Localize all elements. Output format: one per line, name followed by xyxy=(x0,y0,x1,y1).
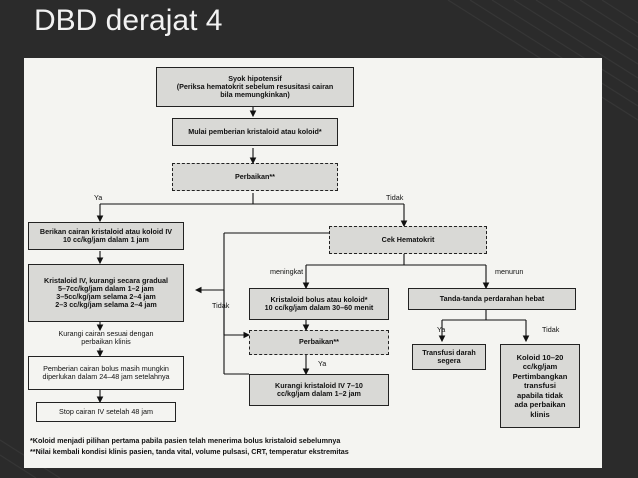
box-tanda-perdarahan: Tanda-tanda perdarahan hebat xyxy=(408,288,576,310)
pemberian-bolus-line-1: Pemberian cairan bolus masih mungkin xyxy=(43,363,169,373)
bolus-line-1: Kristaloid bolus atau koloid* xyxy=(270,294,368,304)
koloid-line-1: Koloid 10–20 xyxy=(516,353,564,363)
footnote-nilai-kembali: **Nilai kembali kondisi klinis pasien, t… xyxy=(30,447,349,456)
kristaloid-iv-line-1: Kristaloid IV, kurangi secara gradual xyxy=(44,275,168,285)
label-ya-1: Ya xyxy=(94,193,103,202)
berikan-line-1: Berikan cairan kristaloid atau koloid IV xyxy=(39,226,173,236)
label-menurun: menurun xyxy=(495,267,524,276)
perbaikan-2-text: Perbaikan** xyxy=(299,337,339,347)
label-tidak-1: Tidak xyxy=(386,193,404,202)
box-perbaikan-1: Perbaikan** xyxy=(172,163,338,191)
perbaikan-1-text: Perbaikan** xyxy=(235,171,275,181)
box-koloid: Koloid 10–20 cc/kg/jam Pertimbangkan tra… xyxy=(500,344,580,428)
kristaloid-iv-line-4: 2–3 cc/kg/jam selama 2–4 jam xyxy=(55,300,157,310)
perdarahan-text: Tanda-tanda perdarahan hebat xyxy=(439,293,545,303)
mulai-line-1: Mulai pemberian kristaloid atau koloid* xyxy=(188,126,322,136)
box-transfusi-darah: Transfusi darah segera xyxy=(412,344,486,370)
syok-line-3: bila memungkinkan) xyxy=(220,90,290,100)
kurangi-sesuai-line-2: perbaikan klinis xyxy=(81,337,131,347)
label-ya-3: Ya xyxy=(437,325,446,334)
box-pemberian-bolus: Pemberian cairan bolus masih mungkin dip… xyxy=(28,356,184,390)
pemberian-bolus-line-2: diperlukan dalam 24–48 jam setelahnya xyxy=(42,372,170,381)
box-syok-hipotensif: Syok hipotensif (Periksa hematokrit sebe… xyxy=(156,67,354,107)
text-kurangi-sesuai: Kurangi cairan sesuai dengan perbaikan k… xyxy=(36,329,176,347)
kristaloid-iv-line-3: 3–5cc/kg/jam selama 2–4 jam xyxy=(56,292,156,301)
box-kurangi-kristaloid: Kurangi kristaloid IV 7–10 cc/kg/jam dal… xyxy=(249,374,389,406)
kurangi-kristaloid-line-1: Kurangi kristaloid IV 7–10 xyxy=(275,380,363,390)
box-stop-cairan: Stop cairan IV setelah 48 jam xyxy=(36,402,176,422)
cek-hematokrit-text: Cek Hematokrit xyxy=(381,234,435,244)
label-tidak-2: Tidak xyxy=(212,301,230,310)
transfusi-line-2: segera xyxy=(437,356,461,365)
box-mulai-pemberian: Mulai pemberian kristaloid atau koloid* xyxy=(172,118,338,146)
kurangi-sesuai-line-1: Kurangi cairan sesuai dengan xyxy=(58,329,154,338)
slide-title: DBD derajat 4 xyxy=(34,4,223,37)
box-cek-hematokrit: Cek Hematokrit xyxy=(329,226,487,254)
label-ya-2: Ya xyxy=(318,359,327,368)
syok-line-2: (Periksa hematokrit sebelum resusitasi c… xyxy=(176,81,334,91)
berikan-line-2: 10 cc/kg/jam dalam 1 jam xyxy=(63,235,149,244)
kurangi-kristaloid-line-2: cc/kg/jam dalam 1–2 jam xyxy=(277,389,361,398)
label-tidak-3: Tidak xyxy=(542,325,560,334)
stop-text: Stop cairan IV setelah 48 jam xyxy=(59,406,153,416)
koloid-line-3: Pertimbangkan xyxy=(512,371,568,381)
syok-line-1: Syok hipotensif xyxy=(228,73,282,83)
footnote-koloid: *Koloid menjadi pilihan pertama pabila p… xyxy=(30,436,341,445)
koloid-line-6: ada perbaikan xyxy=(514,400,566,410)
kristaloid-iv-line-2: 5–7cc/kg/jam dalam 1–2 jam xyxy=(58,283,154,293)
bolus-line-2: 10 cc/kg/jam dalam 30–60 menit xyxy=(264,303,374,312)
flowchart-connectors xyxy=(96,99,530,404)
box-kristaloid-iv-gradual: Kristaloid IV, kurangi secara gradual 5–… xyxy=(28,264,184,322)
label-meningkat: meningkat xyxy=(270,267,304,276)
koloid-line-7: klinis xyxy=(530,409,550,419)
koloid-line-5: apabila tidak xyxy=(516,390,563,400)
box-kristaloid-bolus: Kristaloid bolus atau koloid* 10 cc/kg/j… xyxy=(249,288,389,320)
koloid-line-4: transfusi xyxy=(523,381,557,391)
koloid-line-2: cc/kg/jam xyxy=(522,362,558,372)
box-berikan-cairan: Berikan cairan kristaloid atau koloid IV… xyxy=(28,222,184,250)
transfusi-line-1: Transfusi darah xyxy=(422,347,476,357)
box-perbaikan-2: Perbaikan** xyxy=(249,330,389,355)
